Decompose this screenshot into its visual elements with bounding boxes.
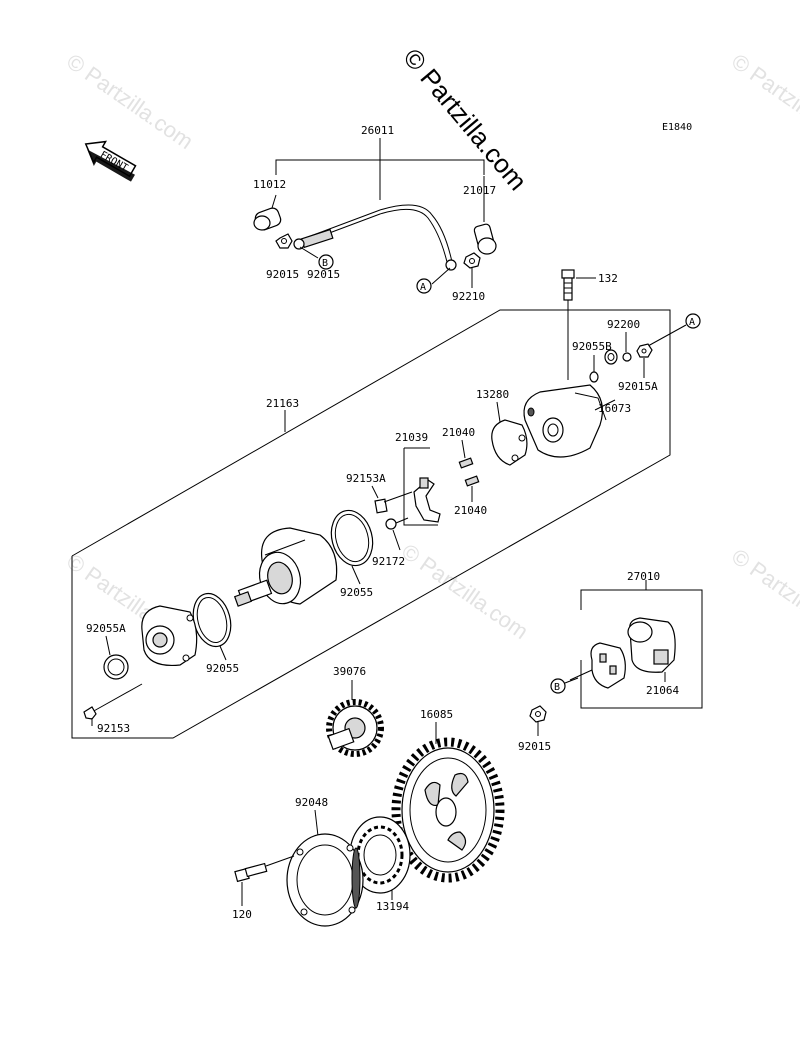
bolt-120 bbox=[234, 855, 295, 906]
relay-body bbox=[569, 642, 626, 689]
part-label-13194: 13194 bbox=[376, 900, 409, 913]
part-label-132: 132 bbox=[598, 272, 618, 285]
watermark-faint: © Partzilla.com bbox=[62, 49, 198, 155]
brush-plate-21039 bbox=[413, 477, 441, 523]
part-label-120: 120 bbox=[232, 908, 252, 921]
part-label-21064: 21064 bbox=[646, 684, 679, 697]
part-label-92055B: 92055B bbox=[572, 340, 612, 353]
part-label-92172: 92172 bbox=[372, 555, 405, 568]
part-label-92210: 92210 bbox=[452, 290, 485, 303]
part-label-26011: 26011 bbox=[361, 124, 394, 137]
connector-b-label: B bbox=[322, 258, 328, 269]
spring-21040-b bbox=[464, 475, 480, 487]
front-cover bbox=[141, 605, 198, 667]
cable-assembly: 26011 11012 92015 92015 B A bbox=[253, 124, 497, 303]
front-arrow-icon: FRONT bbox=[84, 140, 137, 182]
watermark-faint: © Partzilla.com bbox=[727, 49, 800, 155]
bolt-92153A bbox=[374, 491, 413, 514]
motor-yoke bbox=[233, 527, 338, 607]
starter-assembly-21163: 21163 132 A 92200 92015A 92055B bbox=[71, 269, 701, 739]
part-label-21040-b: 21040 bbox=[454, 504, 487, 517]
watermark-faint: © Partzilla.com bbox=[727, 544, 800, 650]
starter-gear-16085: 16085 bbox=[391, 708, 505, 883]
nut-92210 bbox=[463, 252, 481, 288]
part-label-21017: 21017 bbox=[463, 184, 496, 197]
part-label-21163: 21163 bbox=[266, 397, 299, 410]
part-label-16073: 16073 bbox=[598, 402, 631, 415]
part-label-21040-a: 21040 bbox=[442, 426, 475, 439]
part-label-92015A: 92015A bbox=[618, 380, 658, 393]
bolt-132 bbox=[561, 269, 596, 380]
part-label-92055A: 92055A bbox=[86, 622, 126, 635]
end-cover-16073 bbox=[523, 384, 607, 458]
relay-assembly-27010: 27010 21064 B 92015 bbox=[518, 570, 703, 753]
one-way-clutch-13194: 13194 bbox=[349, 816, 411, 913]
connector-a-label: A bbox=[420, 282, 426, 293]
terminal-cap-21017 bbox=[473, 176, 497, 255]
watermark-faint-group: © Partzilla.com © Partzilla.com © Partzi… bbox=[62, 49, 800, 655]
diagram-code: E1840 bbox=[662, 122, 692, 133]
part-label-92048: 92048 bbox=[295, 796, 328, 809]
nut-92015-top bbox=[275, 233, 293, 249]
clutch-housing-92048: 92048 bbox=[286, 796, 364, 927]
part-label-39076: 39076 bbox=[333, 665, 366, 678]
terminal-cap-11012 bbox=[253, 194, 282, 231]
part-label-16085: 16085 bbox=[420, 708, 453, 721]
idle-gear-39076: 39076 bbox=[326, 665, 384, 757]
part-label-92153A: 92153A bbox=[346, 472, 386, 485]
part-label-27010: 27010 bbox=[627, 570, 660, 583]
long-bolt-92153 bbox=[83, 683, 143, 726]
part-label-92153: 92153 bbox=[97, 722, 130, 735]
connector-a-label: A bbox=[689, 317, 695, 328]
part-label-92055-a: 92055 bbox=[340, 586, 373, 599]
nut-92015-bottom bbox=[529, 705, 547, 736]
part-label-21039: 21039 bbox=[395, 431, 428, 444]
relay-cover-21064 bbox=[627, 617, 676, 682]
watermark-main: © Partzilla.com bbox=[397, 43, 533, 196]
watermark-faint: © Partzilla.com bbox=[397, 539, 533, 645]
screw-92172 bbox=[385, 517, 409, 551]
part-label-11012: 11012 bbox=[253, 178, 286, 191]
part-label-92055-b: 92055 bbox=[206, 662, 239, 675]
part-label-92015-bottom: 92015 bbox=[518, 740, 551, 753]
brush-holder-13280 bbox=[491, 401, 528, 466]
spring-21040-a bbox=[458, 457, 474, 469]
connector-b-label: B bbox=[554, 682, 560, 693]
part-label-92015-top: 92015 bbox=[307, 268, 340, 281]
part-label-92015-top: 92015 bbox=[266, 268, 299, 281]
part-label-92200: 92200 bbox=[607, 318, 640, 331]
part-label-13280: 13280 bbox=[476, 388, 509, 401]
